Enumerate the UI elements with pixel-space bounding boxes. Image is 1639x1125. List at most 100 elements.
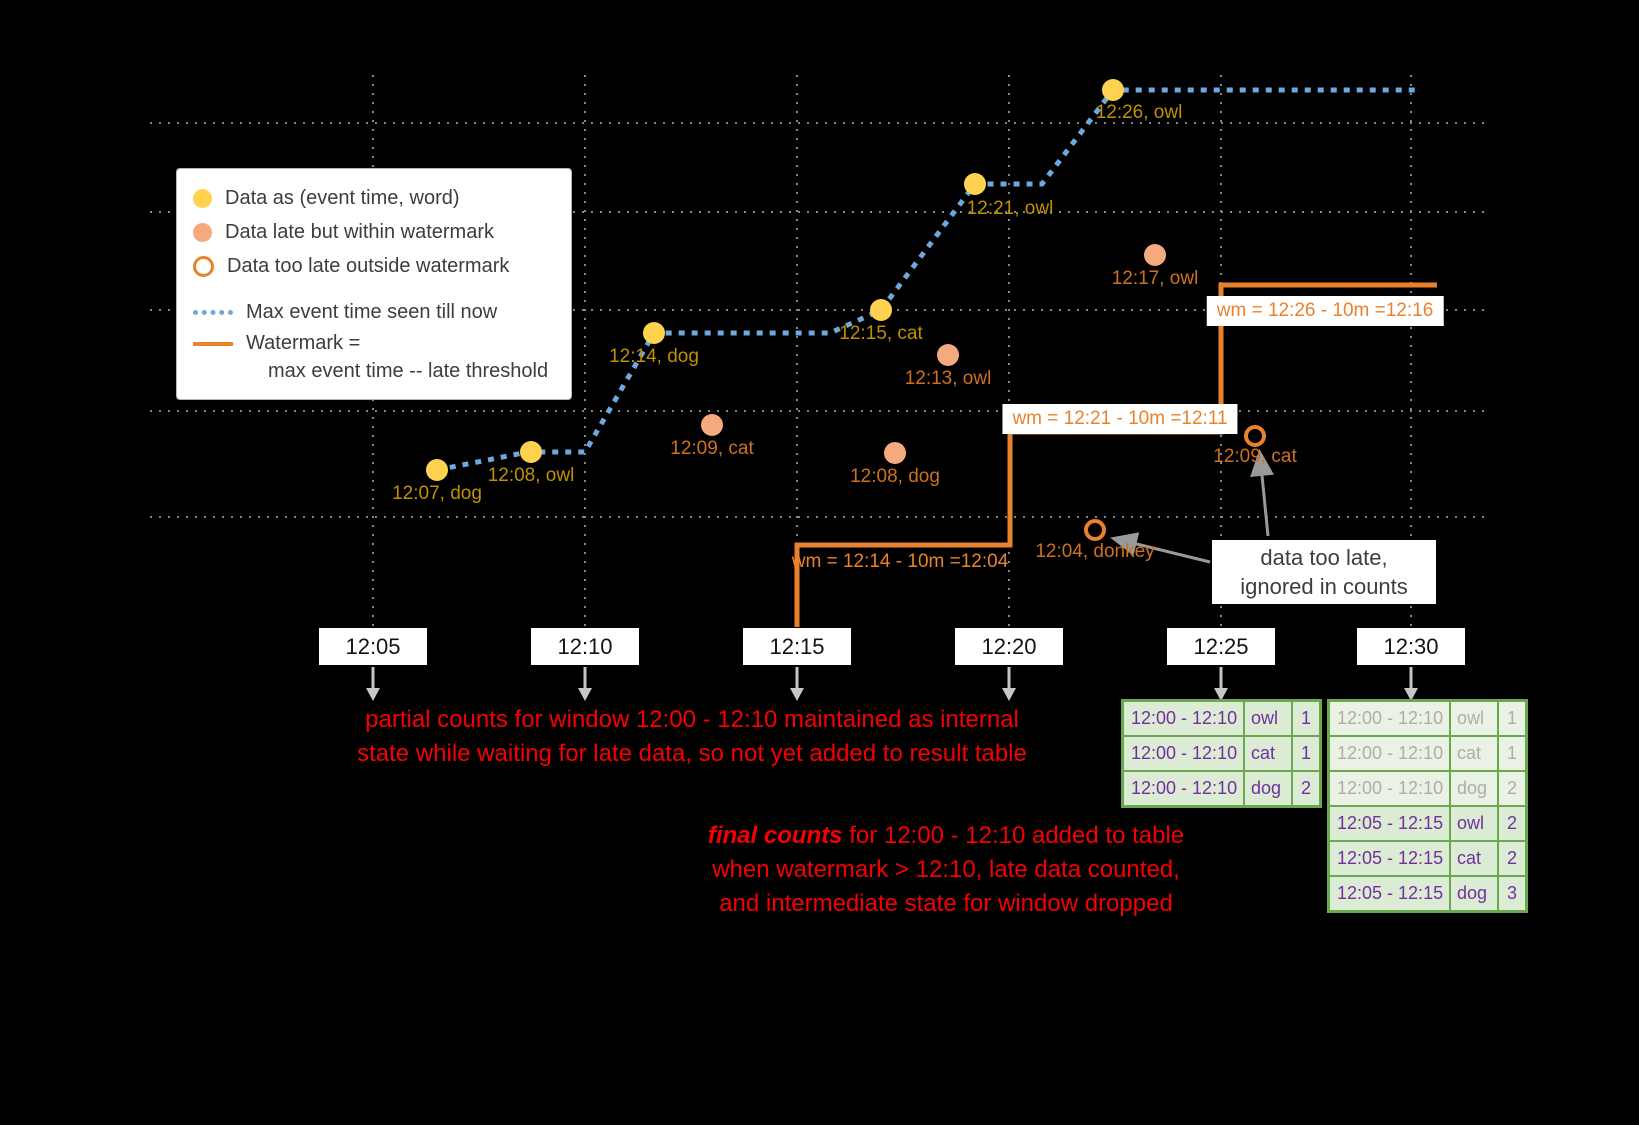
result-cell-count: 2 (1499, 842, 1525, 875)
result-cell-count: 2 (1499, 772, 1525, 805)
data-point-ontime (520, 441, 542, 463)
result-cell-count: 2 (1499, 807, 1525, 840)
axis-arrow-head (1214, 688, 1228, 701)
axis-tick-12-10: 12:10 (531, 628, 639, 665)
data-point-label: 12:08, owl (487, 465, 575, 486)
result-cell-window: 12:05 - 12:15 (1330, 842, 1449, 875)
result-cell-word: dog (1245, 772, 1291, 805)
too-late-line1: data too late, (1260, 545, 1388, 570)
axis-tick-12-20: 12:20 (955, 628, 1063, 665)
axis-arrow-head (790, 688, 804, 701)
axis-tick-12-05: 12:05 (319, 628, 427, 665)
axis-tick-12-15: 12:15 (743, 628, 851, 665)
legend-label-late: Data late but within watermark (225, 220, 495, 243)
result-cell-count: 1 (1499, 737, 1525, 770)
legend-watermark-line2: max event time -- late threshold (268, 360, 549, 382)
salmon-dot-icon (193, 222, 212, 242)
legend-item-ontime: Data as (event time, word) (193, 181, 555, 215)
data-point-label: 12:09, cat (670, 438, 754, 459)
legend-watermark-line1: Watermark = (246, 332, 361, 354)
result-cell-word: owl (1245, 702, 1291, 735)
data-point-label: 12:09, cat (1213, 446, 1297, 467)
note-final-line1: for 12:00 - 12:10 added to table (842, 822, 1185, 849)
too-late-pointer-arrow (1250, 449, 1275, 537)
data-point-ontime (1102, 79, 1124, 101)
result-cell-word: cat (1451, 737, 1497, 770)
data-point-toolate (1084, 519, 1106, 541)
result-cell-window: 12:00 - 12:10 (1330, 737, 1449, 770)
result-cell-window: 12:00 - 12:10 (1124, 737, 1243, 770)
data-point-late (884, 442, 906, 464)
data-point-ontime (426, 459, 448, 481)
too-late-pointer-arrow (1110, 532, 1211, 564)
legend-item-max-event-line: Max event time seen till now (193, 295, 555, 329)
data-point-ontime (870, 299, 892, 321)
result-cell-window: 12:05 - 12:15 (1330, 877, 1449, 910)
legend-label-watermark: Watermark = max event time -- late thres… (246, 329, 548, 385)
legend-item-watermark-line: Watermark = max event time -- late thres… (193, 329, 555, 385)
data-point-late (701, 414, 723, 436)
result-cell-count: 1 (1499, 702, 1525, 735)
result-cell-word: dog (1451, 877, 1497, 910)
data-point-late (1144, 244, 1166, 266)
result-cell-window: 12:00 - 12:10 (1330, 702, 1449, 735)
legend-item-late: Data late but within watermark (193, 215, 555, 249)
watermark-label-1204: wm = 12:14 - 10m =12:04 (791, 551, 1009, 572)
axis-arrow-head (578, 688, 592, 701)
legend-label-toolate: Data too late outside watermark (227, 254, 510, 277)
result-cell-word: owl (1451, 702, 1497, 735)
result-cell-count: 1 (1293, 737, 1319, 770)
result-cell-word: dog (1451, 772, 1497, 805)
note-partial-line2: state while waiting for late data, so no… (357, 740, 1027, 767)
data-point-ontime (964, 173, 986, 195)
axis-tick-12-30: 12:30 (1357, 628, 1465, 665)
data-point-label: 12:15, cat (839, 323, 923, 344)
data-point-ontime (643, 322, 665, 344)
data-point-label: 12:14, dog (609, 346, 699, 367)
result-cell-word: cat (1451, 842, 1497, 875)
data-point-late (937, 344, 959, 366)
axis-tick-12-25: 12:25 (1167, 628, 1275, 665)
data-point-toolate (1244, 425, 1266, 447)
note-final-line2: when watermark > 12:10, late data counte… (712, 856, 1180, 883)
data-point-label: 12:13, owl (904, 368, 992, 389)
watermark-label-1211: wm = 12:21 - 10m =12:11 (1002, 404, 1238, 434)
data-point-label: 12:07, dog (392, 483, 482, 504)
watermark-label-1216: wm = 12:26 - 10m =12:16 (1206, 296, 1444, 326)
result-cell-count: 1 (1293, 702, 1319, 735)
result-cell-window: 12:05 - 12:15 (1330, 807, 1449, 840)
note-final-emphasis: final counts (707, 822, 843, 849)
result-cell-count: 3 (1499, 877, 1525, 910)
data-point-label: 12:04, donkey (1035, 541, 1155, 562)
data-point-label: 12:08, dog (850, 466, 940, 487)
max-event-time-line (436, 87, 1420, 473)
legend: Data as (event time, word) Data late but… (176, 168, 572, 400)
axis-arrow-head (1002, 688, 1016, 701)
yellow-dot-icon (193, 188, 212, 208)
watermark-line-icon (193, 342, 233, 346)
legend-label-max-event: Max event time seen till now (246, 300, 498, 323)
note-final-counts: final counts for 12:00 - 12:10 added to … (590, 819, 1302, 921)
axis-arrow-head (1404, 688, 1418, 701)
too-late-line2: ignored in counts (1240, 574, 1408, 599)
result-cell-window: 12:00 - 12:10 (1330, 772, 1449, 805)
result-cell-word: cat (1245, 737, 1291, 770)
result-cell-window: 12:00 - 12:10 (1124, 772, 1243, 805)
result-cell-word: owl (1451, 807, 1497, 840)
note-final-line3: and intermediate state for window droppe… (719, 890, 1173, 917)
legend-item-toolate: Data too late outside watermark (193, 249, 555, 283)
too-late-callout: data too late, ignored in counts (1212, 540, 1436, 604)
dotted-line-icon (193, 309, 233, 315)
